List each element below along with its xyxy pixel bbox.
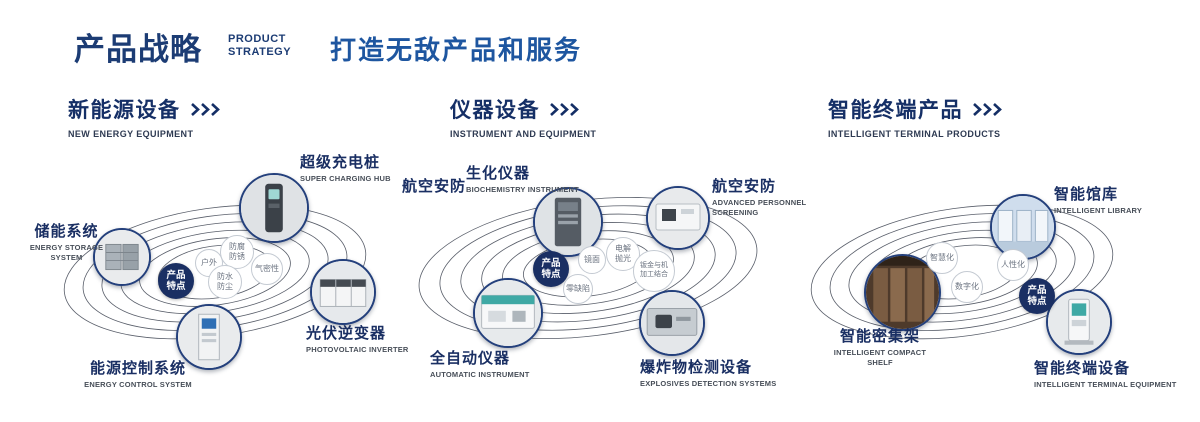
compact-shelf-image: [864, 254, 941, 331]
product-label-energy-control: 能源控制系统 ENERGY CONTROL SYSTEM: [72, 357, 204, 390]
screening-machine-photo-icon: [648, 188, 708, 248]
feature-bubble: 户外: [195, 249, 223, 277]
personnel-screening-image: [646, 186, 710, 250]
automatic-instrument-image: [473, 278, 543, 348]
product-label-automatic: 全自动仪器 AUTOMATIC INSTRUMENT: [430, 347, 530, 380]
page-subtitle-line-1: PRODUCT: [228, 33, 286, 45]
product-name: 能源控制系统: [89, 360, 186, 377]
product-name: 智能终端设备: [1034, 360, 1131, 377]
product-label-energy-storage: 储能系统 ENERGY STORAGE SYSTEM: [14, 220, 119, 263]
feature-bubble: 钣金与机加工结合: [633, 250, 675, 292]
product-name-en: INTELLIGENT LIBRARY: [1054, 206, 1143, 215]
slogan: 打造无敌产品和服务: [330, 35, 583, 65]
product-label-library: 智能馆库 INTELLIGENT LIBRARY: [1054, 183, 1142, 216]
page-title: 产品战略: [74, 32, 202, 67]
page-subtitle-line-2: STRATEGY: [228, 45, 292, 58]
control-cabinet-photo-icon: [178, 306, 240, 368]
charging-pile-photo-icon: [241, 175, 307, 241]
kiosk-photo-icon: [1048, 291, 1110, 353]
product-name-en: BIOCHEMISTRY INSTRUMENT: [466, 185, 579, 194]
energy-control-system-image: [176, 304, 242, 370]
shelf-photo-icon: [866, 256, 939, 329]
feature-bubble: 镜面: [578, 246, 606, 274]
feature-bubble-label: 电解抛光: [615, 244, 631, 263]
triple-chevron-icon: [973, 102, 1002, 116]
feature-badge: 产品特点: [533, 251, 569, 287]
product-label-screening: 航空安防 ADVANCED PERSONNEL SCREENING: [712, 175, 824, 218]
instrument-rack-photo-icon: [535, 189, 601, 255]
section-header-intelligent-terminal: 智能终端产品 INTELLIGENT TERMINAL PRODUCTS: [828, 94, 1005, 139]
product-label-charging-hub: 超级充电桩 SUPER CHARGING HUB: [300, 151, 391, 184]
library-photo-icon: [992, 196, 1054, 258]
product-name: 生化仪器: [466, 165, 531, 182]
product-name: 航空安防: [402, 178, 467, 195]
biochemistry-instrument-image: [533, 187, 603, 257]
product-name: 光伏逆变器: [306, 325, 387, 342]
product-name: 智能馆库: [1054, 186, 1119, 203]
feature-bubble: 人性化: [997, 249, 1029, 281]
product-name-en: INTELLIGENT TERMINAL EQUIPMENT: [1034, 380, 1177, 389]
product-label-compact-shelf: 智能密集架 INTELLIGENT COMPACT SHELF: [824, 325, 936, 368]
analyzer-photo-icon: [475, 280, 541, 346]
feature-badge: 产品特点: [158, 263, 194, 299]
section-subtitle: NEW ENERGY EQUIPMENT: [68, 129, 194, 139]
product-name-en: ENERGY STORAGE SYSTEM: [29, 243, 104, 263]
section-title: 智能终端产品: [828, 99, 963, 122]
feature-bubble: 数字化: [951, 271, 983, 303]
feature-bubble-label: 钣金与机加工结合: [640, 262, 668, 278]
product-name: 智能密集架: [839, 328, 920, 345]
energy-storage-photo-icon: [95, 230, 149, 284]
intelligent-library-image: [990, 194, 1056, 260]
product-label-terminal: 智能终端设备 INTELLIGENT TERMINAL EQUIPMENT: [1034, 357, 1177, 390]
feature-bubble: 智慧化: [926, 242, 958, 274]
super-charging-hub-image: [239, 173, 309, 243]
product-label-inverter: 光伏逆变器 PHOTOVOLTAIC INVERTER: [306, 322, 409, 355]
detection-machine-photo-icon: [641, 292, 703, 354]
section-subtitle: INSTRUMENT AND EQUIPMENT: [450, 129, 597, 139]
photovoltaic-inverter-image: [310, 259, 376, 325]
product-label-biochemistry: 生化仪器 BIOCHEMISTRY INSTRUMENT: [466, 162, 579, 195]
product-name-en: PHOTOVOLTAIC INVERTER: [306, 345, 409, 354]
product-name-en: INTELLIGENT COMPACT SHELF: [833, 348, 927, 368]
section-title: 新能源设备: [68, 99, 181, 122]
feature-bubble: 防水防尘: [208, 265, 242, 299]
product-name-en: ENERGY CONTROL SYSTEM: [84, 380, 192, 389]
triple-chevron-icon: [190, 102, 220, 116]
section-title: 仪器设备: [450, 99, 540, 122]
inverter-photo-icon: [312, 261, 374, 323]
energy-storage-system-image: [93, 228, 151, 286]
explosives-detection-image: [639, 290, 705, 356]
product-name: 全自动仪器: [430, 350, 511, 367]
triple-chevron-icon: [550, 102, 579, 116]
feature-bubble-label: 防水防尘: [217, 272, 233, 291]
product-name: 储能系统: [34, 223, 99, 240]
feature-bubble: 气密性: [251, 253, 283, 285]
product-name: 爆炸物检测设备: [640, 359, 753, 376]
product-name: 航空安防: [712, 178, 777, 195]
product-name-en: AUTOMATIC INSTRUMENT: [430, 370, 530, 379]
product-label-explosives: 爆炸物检测设备 EXPLOSIVES DETECTION SYSTEMS: [640, 356, 776, 389]
section-header-instrument: 仪器设备 INSTRUMENT AND EQUIPMENT: [450, 94, 596, 139]
page-subtitle: PRODUCT STRATEGY: [228, 33, 291, 58]
feature-bubble-label: 防腐防锈: [229, 242, 245, 261]
section-subtitle: INTELLIGENT TERMINAL PRODUCTS: [828, 129, 1001, 139]
terminal-equipment-image: [1046, 289, 1112, 355]
section-header-new-energy: 新能源设备 NEW ENERGY EQUIPMENT: [68, 94, 223, 139]
feature-badge-label: 产品特点: [166, 269, 186, 292]
product-name-en: SUPER CHARGING HUB: [300, 174, 391, 183]
side-label-aviation-security: 航空安防: [402, 175, 466, 196]
feature-bubble: 防腐防锈: [220, 235, 254, 269]
product-name: 超级充电桩: [300, 154, 381, 171]
feature-bubble: 零缺陷: [563, 274, 593, 304]
feature-badge-label: 产品特点: [541, 257, 561, 280]
feature-badge: 产品特点: [1019, 278, 1055, 314]
product-name-en: ADVANCED PERSONNEL SCREENING: [712, 198, 807, 218]
feature-badge-label: 产品特点: [1027, 284, 1047, 307]
product-name-en: EXPLOSIVES DETECTION SYSTEMS: [640, 379, 777, 388]
